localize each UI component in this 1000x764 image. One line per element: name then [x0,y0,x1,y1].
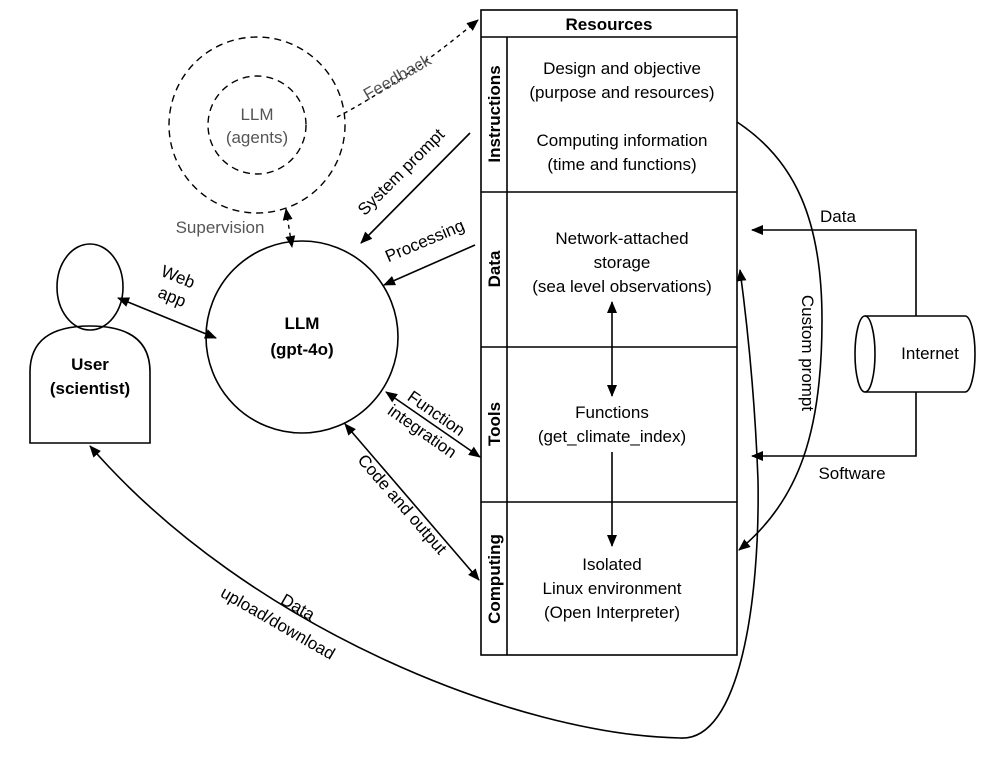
section-label-data: Data [485,250,504,287]
edge-label-code-output: Code and output [354,451,451,559]
edge-label-custom-prompt: Custom prompt [798,295,817,411]
section-label-instructions: Instructions [485,65,504,162]
edge-internet-software [751,392,917,461]
llm-main-node: LLM (gpt-4o) [205,240,399,434]
computing-line-interpreter: (Open Interpreter) [544,603,680,622]
data-line-sea-level: (sea level observations) [532,277,712,296]
instructions-line-design: Design and objective [543,59,701,78]
edge-supervision [282,208,296,248]
edge-label-processing: Processing [382,216,467,266]
edge-label-supervision: Supervision [176,218,265,237]
edge-label-data-in: Data [820,207,856,226]
edge-system-prompt [360,132,471,244]
user-role: (scientist) [50,379,130,398]
user-label: User [71,355,109,374]
edge-label-feedback: Feedback [360,50,435,104]
llm-agents-sublabel: (agents) [226,128,288,147]
instructions-line-purpose: (purpose and resources) [529,83,714,102]
edge-label-system-prompt: System prompt [354,125,448,219]
internet-node: Internet [854,315,976,393]
edge-data-upload-download [89,269,759,739]
user-head-icon [56,243,124,331]
user-node: User (scientist) [29,243,151,444]
tools-line-climate-index: (get_climate_index) [538,427,686,446]
llm-main-model: (gpt-4o) [270,340,333,359]
computing-line-linux: Linux environment [543,579,682,598]
edge-feedback [336,19,479,118]
tools-line-functions: Functions [575,403,649,422]
computing-line-isolated: Isolated [582,555,642,574]
section-label-computing: Computing [485,534,504,624]
data-line-storage: storage [594,253,651,272]
llm-main-label: LLM [285,314,320,333]
instructions-line-computing: Computing information [536,131,707,150]
edge-internet-data [751,225,917,316]
edge-label-software: Software [818,464,885,483]
internet-label: Internet [901,344,959,363]
resources-title: Resources [566,15,653,34]
edge-label-upload-download: upload/download [217,583,338,664]
data-line-nas: Network-attached [555,229,688,248]
instructions-line-time: (time and functions) [547,155,696,174]
section-label-tools: Tools [485,402,504,446]
llm-agents-label: LLM [240,105,273,124]
llm-agents-node: LLM (agents) [168,36,346,214]
edge-custom-prompt [736,121,823,551]
